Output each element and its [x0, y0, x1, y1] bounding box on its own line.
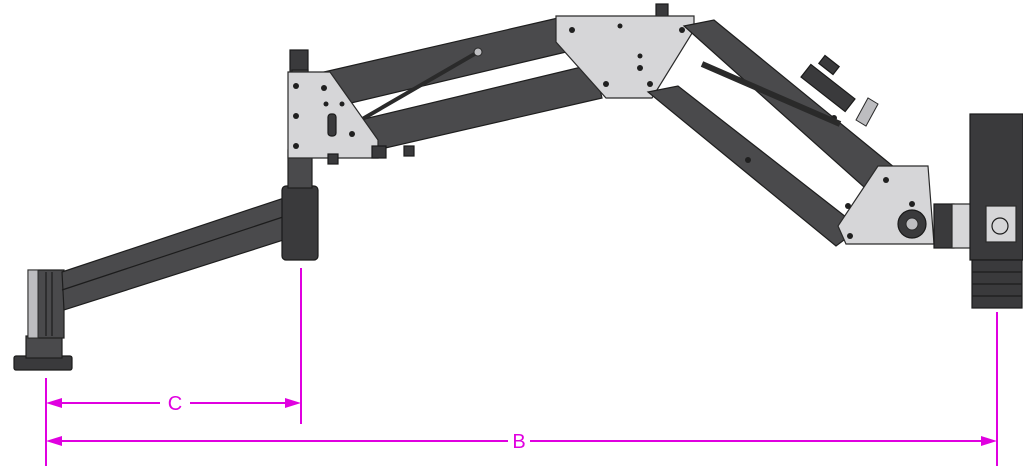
forearm-gas-spring: [700, 61, 842, 127]
spindle-housing: [985, 205, 1017, 243]
plate-knob: [327, 153, 339, 165]
base-column-face: [27, 269, 39, 339]
right-end-plate: [837, 165, 935, 245]
lower-arm-beam: [61, 195, 297, 311]
pivot-hub-center: [905, 217, 919, 231]
dimension-b-arrow-right: [981, 436, 997, 446]
dimension-b: B: [46, 312, 998, 466]
plate-bolt: [349, 131, 355, 137]
top-center-plate: [555, 3, 695, 99]
dimension-c: C: [45, 268, 302, 466]
dimension-c-arrow-right: [285, 398, 301, 408]
plate-clamp: [403, 145, 415, 157]
dimension-b-label: B: [512, 431, 525, 453]
forearm-handle: [817, 54, 841, 76]
link-bolt: [745, 157, 751, 163]
spindle-head: [933, 113, 1023, 309]
forearm-links: [646, 19, 901, 247]
plate-bolt: [847, 233, 853, 239]
spindle-window: [991, 217, 1009, 235]
plate-bolt: [845, 203, 851, 209]
base-mount: [13, 269, 73, 371]
plate-bolt: [909, 201, 915, 207]
gas-spring-end: [473, 47, 483, 57]
base-collar: [25, 335, 63, 359]
dimension-c-label: C: [168, 393, 182, 415]
forearm-valve: [855, 97, 879, 127]
plate-bolt: [293, 113, 299, 119]
plate-bolt: [321, 85, 327, 91]
plate-bolt: [603, 81, 609, 87]
plate-bolt: [569, 27, 575, 33]
left-side-plate: [287, 71, 415, 165]
elbow-cylinder: [281, 185, 319, 261]
plate-bolt: [293, 83, 299, 89]
plate-bolt: [637, 53, 643, 59]
plate-clamp: [371, 145, 387, 159]
top-plate-body: [555, 15, 695, 99]
forearm-cylinder: [800, 63, 856, 113]
lower-arm-edge: [61, 213, 293, 291]
dimension-c-arrow-left: [46, 398, 62, 408]
plate-bolt: [293, 143, 299, 149]
plate-bolt: [617, 23, 623, 29]
plate-bolt: [679, 27, 685, 33]
plate-bolt: [883, 177, 889, 183]
plate-lever: [327, 113, 337, 137]
plate-bolt: [339, 101, 345, 107]
dimension-b-arrow-left: [46, 436, 62, 446]
plate-bolt: [647, 81, 653, 87]
elbow-post-cap: [289, 49, 309, 73]
plate-bolt: [637, 65, 643, 71]
lower-arm: [61, 195, 297, 311]
forearm-bottom-link: [646, 85, 861, 247]
plate-bolt: [323, 101, 329, 107]
spindle-coupling: [933, 203, 955, 249]
